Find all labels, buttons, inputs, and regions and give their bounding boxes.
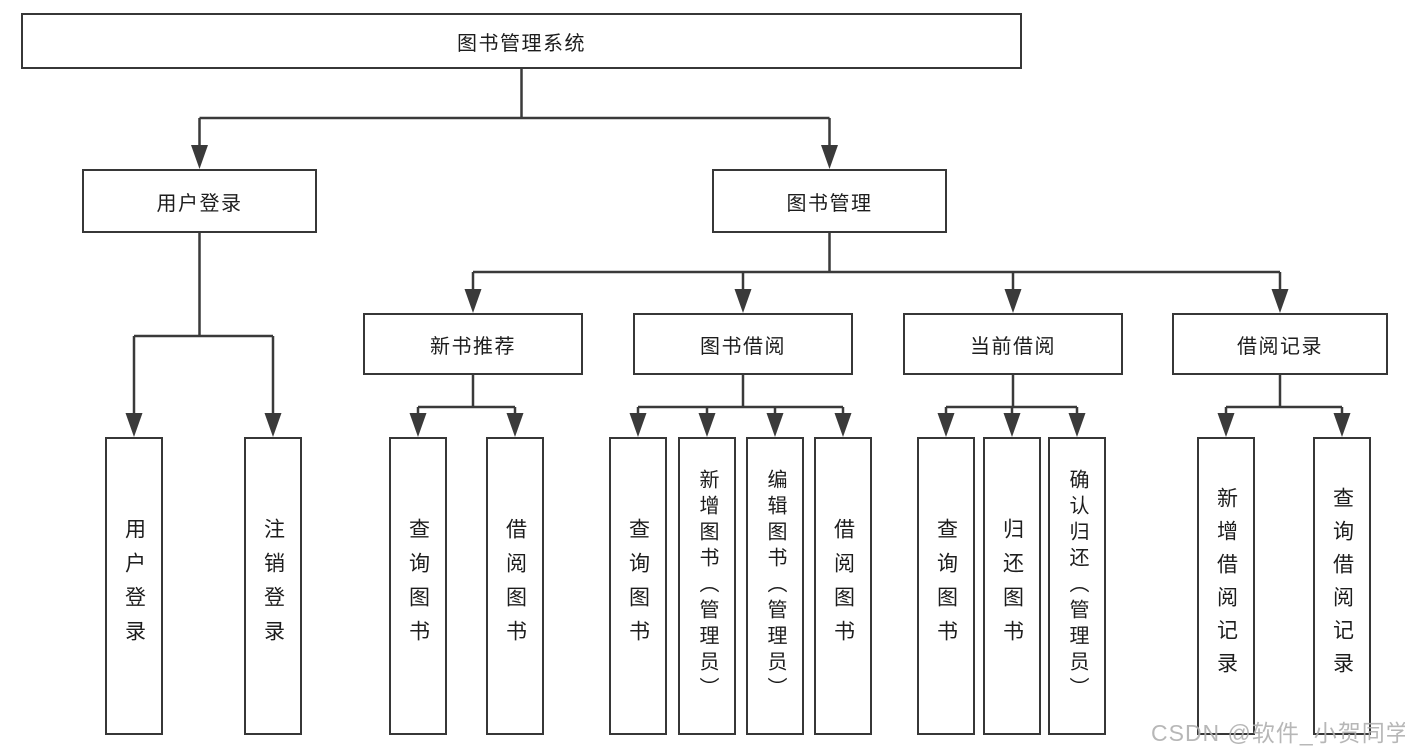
leaf-add-books-admin: 新增图书（管理员） <box>678 437 736 735</box>
leaf-logout: 注销登录 <box>244 437 302 735</box>
node-book-management-label: 图书管理 <box>786 192 873 215</box>
connector-current-borrowing <box>944 375 1079 414</box>
connector-new-book-recommend <box>416 375 517 414</box>
leaf-confirm-return-admin-label: 确认归还（管理员） <box>1066 469 1088 703</box>
leaf-return-books-label: 归还图书 <box>1000 518 1024 654</box>
leaf-query-books-borrowing: 查询图书 <box>609 437 667 735</box>
node-current-borrowing-label: 当前借阅 <box>970 335 1056 358</box>
leaf-user-login: 用户登录 <box>105 437 163 735</box>
node-book-borrowing-label: 图书借阅 <box>700 335 786 358</box>
leaf-add-books-admin-label: 新增图书（管理员） <box>696 469 718 703</box>
leaf-query-books-recommend-label: 查询图书 <box>406 518 430 654</box>
leaf-confirm-return-admin: 确认归还（管理员） <box>1048 437 1106 735</box>
leaf-edit-books-admin: 编辑图书（管理员） <box>746 437 804 735</box>
connector-user-login <box>132 233 275 414</box>
leaf-user-login-label: 用户登录 <box>122 518 146 654</box>
leaf-borrow-books: 借阅图书 <box>814 437 872 735</box>
leaf-query-books-borrowing-label: 查询图书 <box>626 518 650 654</box>
leaf-logout-label: 注销登录 <box>261 518 285 654</box>
leaf-query-books-recommend: 查询图书 <box>389 437 447 735</box>
node-new-book-recommend: 新书推荐 <box>363 313 583 375</box>
connector-book-management <box>471 233 1282 290</box>
leaf-borrow-books-recommend-label: 借阅图书 <box>503 518 527 654</box>
connector-root <box>198 69 831 146</box>
node-root-system: 图书管理系统 <box>21 13 1022 69</box>
arrowheads <box>125 145 1351 437</box>
connector-borrowing-records <box>1224 375 1344 414</box>
leaf-query-borrow-record-label: 查询借阅记录 <box>1330 487 1354 685</box>
leaf-query-books-current: 查询图书 <box>917 437 975 735</box>
leaf-query-borrow-record: 查询借阅记录 <box>1313 437 1371 735</box>
connector-book-borrowing <box>636 375 845 414</box>
leaf-return-books: 归还图书 <box>983 437 1041 735</box>
node-new-book-recommend-label: 新书推荐 <box>430 335 516 358</box>
node-user-login-label: 用户登录 <box>156 192 243 215</box>
leaf-borrow-books-label: 借阅图书 <box>831 518 855 654</box>
leaf-add-borrow-record: 新增借阅记录 <box>1197 437 1255 735</box>
leaf-edit-books-admin-label: 编辑图书（管理员） <box>764 469 786 703</box>
node-borrowing-records-label: 借阅记录 <box>1237 335 1323 358</box>
leaf-query-books-current-label: 查询图书 <box>934 518 958 654</box>
node-current-borrowing: 当前借阅 <box>903 313 1123 375</box>
leaf-add-borrow-record-label: 新增借阅记录 <box>1214 487 1238 685</box>
node-book-management: 图书管理 <box>712 169 947 233</box>
node-borrowing-records: 借阅记录 <box>1172 313 1388 375</box>
node-root-system-label: 图书管理系统 <box>457 32 586 55</box>
csdn-watermark: CSDN @软件_小贺同学 <box>1151 720 1405 746</box>
node-user-login: 用户登录 <box>82 169 317 233</box>
leaf-borrow-books-recommend: 借阅图书 <box>486 437 544 735</box>
node-book-borrowing: 图书借阅 <box>633 313 853 375</box>
